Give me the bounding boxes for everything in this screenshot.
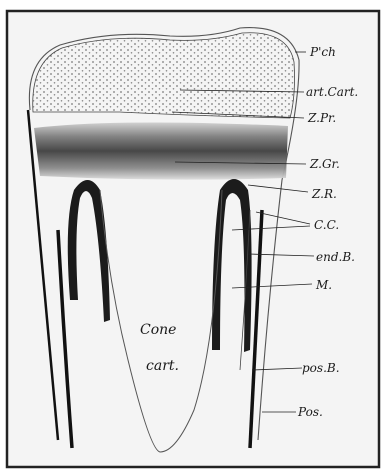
label-pch: P'ch <box>309 45 336 59</box>
label-end-b: end.B. <box>316 250 355 264</box>
articular-cartilage <box>33 33 295 118</box>
label-z-gr: Z.Gr. <box>309 157 340 171</box>
label-pos-b: pos.B. <box>302 361 340 375</box>
label-z-r: Z.R. <box>311 187 337 201</box>
label-cone: Cone <box>140 322 176 338</box>
label-cone-cart: cart. <box>146 358 179 374</box>
zone-of-growth <box>34 122 288 179</box>
label-z-pr: Z.Pr. <box>307 111 336 125</box>
label-cc: C.C. <box>314 218 339 232</box>
label-m: M. <box>315 278 332 292</box>
label-pos: Pos. <box>297 405 323 419</box>
label-art-cart: art.Cart. <box>306 85 358 99</box>
